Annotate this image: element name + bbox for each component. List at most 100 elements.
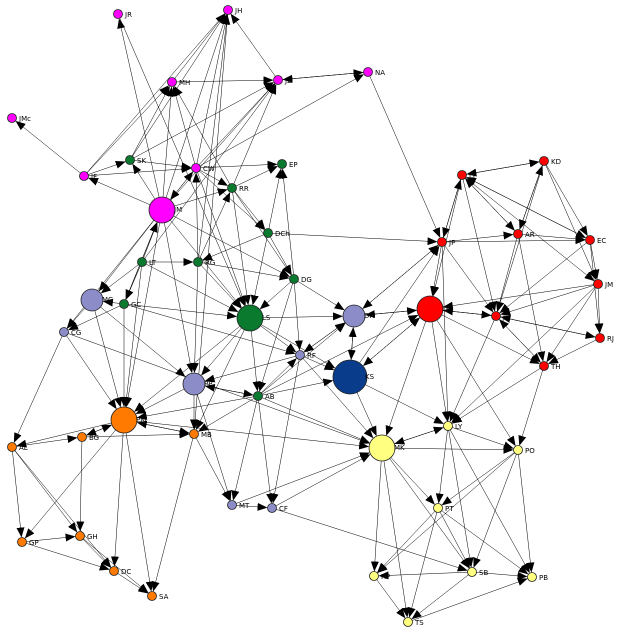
node-SA[interactable] (147, 591, 157, 601)
edge-RG-CW (192, 172, 201, 258)
node-BG[interactable] (77, 432, 87, 442)
node-LS[interactable] (236, 304, 264, 332)
edge-LY-PB (449, 429, 530, 574)
node-PT[interactable] (433, 503, 443, 513)
node-label-SK: SK (137, 157, 146, 165)
node-label-RJ: RJ (607, 335, 614, 343)
node-label-PP: PP (204, 380, 212, 388)
node-PO[interactable] (513, 445, 523, 455)
edge-DG-DH (297, 281, 345, 311)
node-label-AB: AB (265, 393, 275, 401)
node-MT[interactable] (227, 500, 237, 510)
node-TH[interactable] (539, 361, 549, 371)
node-label-PT: PT (445, 505, 454, 513)
edge-BG-MB (86, 430, 190, 439)
node-CG[interactable] (59, 327, 69, 337)
edge-LS-MB (195, 329, 245, 430)
node-JR[interactable] (113, 9, 123, 19)
node-EC[interactable] (585, 235, 595, 245)
node-MB[interactable] (189, 429, 199, 439)
node-RR[interactable] (227, 183, 237, 193)
node-PM[interactable] (110, 406, 138, 434)
node-GC[interactable] (119, 299, 129, 309)
edge-JF-SK (88, 160, 126, 175)
edge-JP-LF (443, 179, 462, 238)
node-MK[interactable] (368, 434, 396, 462)
node-MC[interactable] (80, 288, 104, 312)
node-EP[interactable] (277, 159, 287, 169)
node-label-DCh: DCh (275, 230, 290, 238)
node-DH[interactable] (342, 304, 366, 328)
edge-DCh-LS (250, 237, 268, 306)
node-SK[interactable] (125, 155, 135, 165)
edge-BG-GH (76, 441, 85, 532)
edge-MK-PT (390, 457, 435, 505)
node-RP[interactable] (369, 571, 379, 581)
node-label-LT: LT (149, 259, 157, 267)
node-AR[interactable] (513, 229, 523, 239)
node-JM2[interactable] (148, 196, 176, 224)
node-GH[interactable] (75, 531, 85, 541)
node-JP[interactable] (437, 237, 447, 247)
edge-JM2-DG (173, 215, 291, 277)
edge-JF-JH (86, 13, 226, 173)
node-SB[interactable] (467, 567, 477, 577)
node-AL[interactable] (7, 442, 17, 452)
node-TS[interactable] (403, 617, 413, 627)
edge-AL-GH (14, 450, 78, 533)
edge-PP-AB (204, 385, 254, 398)
node-LF[interactable] (457, 170, 467, 180)
node-LY[interactable] (443, 421, 453, 431)
edge-CW-LS (197, 172, 246, 306)
edge-PM-GP (24, 429, 116, 539)
node-RF[interactable] (295, 350, 305, 360)
node-label-CW: CW (203, 165, 215, 173)
edge-LS-PP (201, 327, 242, 376)
node-LB[interactable] (416, 295, 444, 323)
edge-RR-JZ (233, 84, 277, 184)
edge-JM2-JR (117, 18, 160, 198)
node-DC[interactable] (109, 566, 119, 576)
node-DG[interactable] (289, 274, 299, 284)
node-NA[interactable] (363, 67, 373, 77)
node-CF[interactable] (267, 503, 277, 513)
node-PP[interactable] (182, 372, 206, 396)
node-AB[interactable] (253, 391, 263, 401)
edge-DG-RF (294, 283, 303, 351)
node-MH[interactable] (167, 77, 177, 87)
node-JZ[interactable] (273, 75, 283, 85)
node-label-GP: GP (29, 539, 39, 547)
node-KS[interactable] (332, 359, 368, 395)
node-RJ[interactable] (595, 333, 605, 343)
node-KD[interactable] (539, 156, 549, 166)
edge-JH-MB (191, 14, 228, 430)
node-JMc[interactable] (7, 113, 17, 123)
node-GP[interactable] (17, 537, 27, 547)
edge-AL-DC (14, 450, 112, 568)
node-LT[interactable] (137, 257, 147, 267)
edge-JM2-PM (124, 222, 160, 408)
edge-JM2-MH (162, 86, 175, 198)
node-JS[interactable] (491, 311, 501, 321)
node-PB[interactable] (527, 572, 537, 582)
node-JF[interactable] (79, 171, 89, 181)
edge-MK-TS (383, 460, 410, 618)
edge-RG-RR (199, 192, 231, 259)
node-label-EP: EP (289, 161, 298, 169)
edge-GC-LS (128, 304, 238, 320)
edge-JM2-CG (66, 219, 155, 329)
edge-LB-PO (436, 319, 516, 447)
node-label-LY: LY (455, 423, 463, 431)
edge-NA-JP (369, 76, 441, 238)
edge-JS-LY (449, 320, 495, 422)
node-JH[interactable] (223, 5, 233, 15)
edge-MH-JH (174, 13, 226, 79)
node-RG[interactable] (193, 257, 203, 267)
edge-PO-RP (377, 452, 515, 574)
edge-GC-RF (128, 305, 296, 355)
node-JM[interactable] (593, 279, 603, 289)
node-CW[interactable] (191, 163, 201, 173)
node-DCh[interactable] (263, 228, 273, 238)
edge-TH-JS (499, 319, 542, 363)
edge-AB-MT (231, 400, 258, 501)
